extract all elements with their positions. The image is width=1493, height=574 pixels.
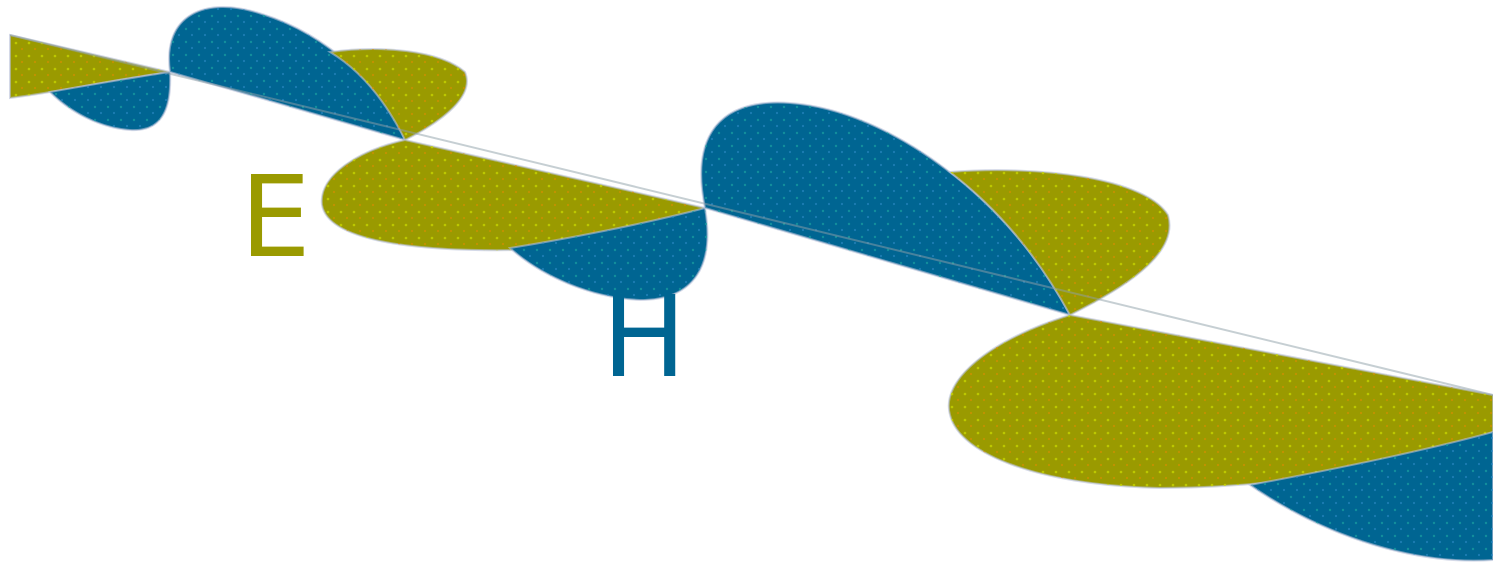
h-field-lobe-5	[1247, 430, 1493, 562]
e-field-lobe-2	[327, 48, 468, 142]
e-field-label: E	[240, 153, 311, 283]
propagation-axis	[9, 34, 1493, 396]
h-field-lobe-1	[47, 70, 172, 132]
h-field-label: H	[602, 273, 687, 403]
h-field-lobe-3	[507, 206, 709, 302]
e-field-lobe-4	[947, 169, 1171, 317]
